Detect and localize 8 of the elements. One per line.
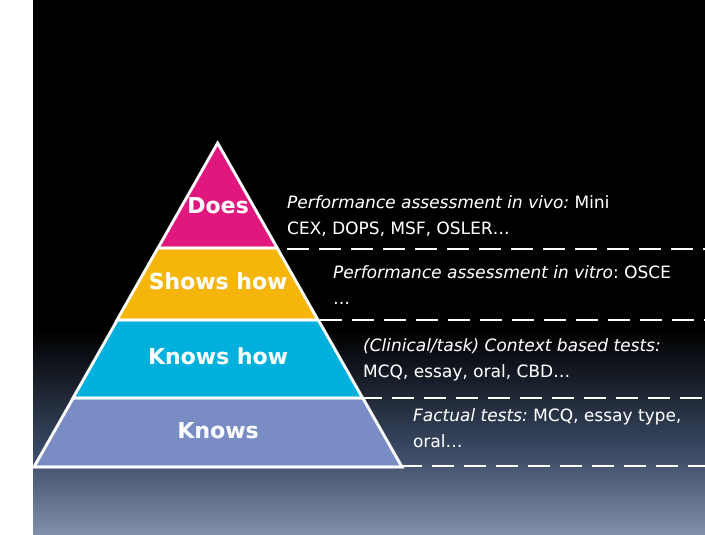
tier-label: Knows how [146, 345, 289, 370]
tier-label: Knows [176, 418, 260, 444]
tier-label: Does [186, 194, 250, 220]
assessment-note: Performance assessment in vivo: Mini CEX, DOPS, MSF, OSLER… [287, 192, 610, 241]
assessment-note: Factual tests: MCQ, essay type, oral… [413, 405, 682, 454]
assessment-note: Performance assessment in vitro: OSCE … [333, 262, 672, 311]
tier-label: Shows how [148, 270, 288, 295]
assessment-note: (Clinical/task) Context based tests: MCQ, essay, oral, CBD… [363, 335, 662, 384]
